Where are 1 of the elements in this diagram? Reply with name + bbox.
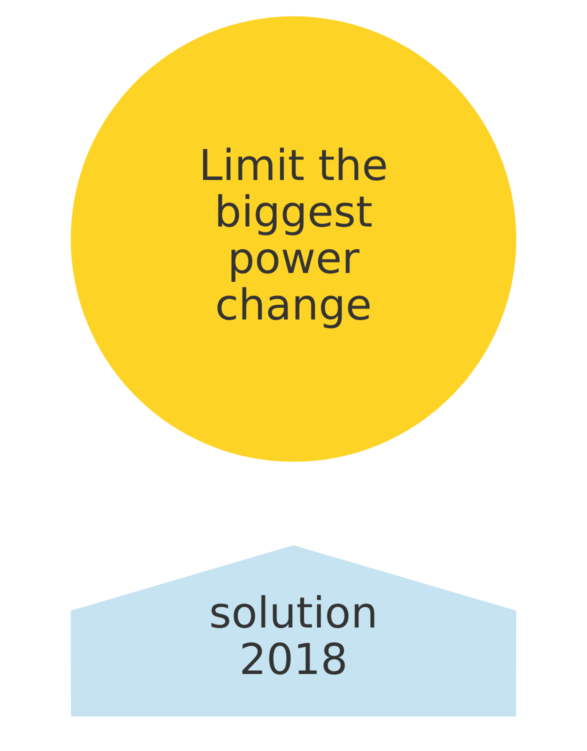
node-circle: Limit the biggest power change xyxy=(70,16,516,462)
